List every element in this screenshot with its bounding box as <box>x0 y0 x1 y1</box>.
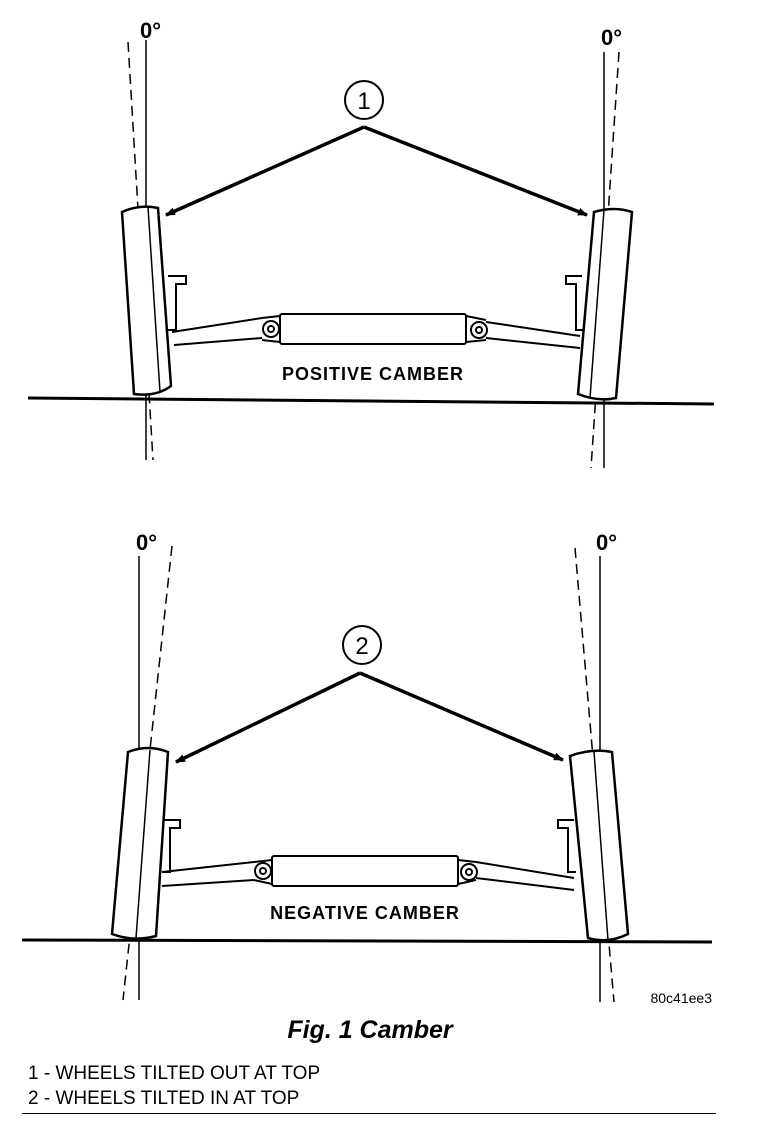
callout-arrow-right <box>363 125 588 217</box>
left-control-arm <box>161 861 255 887</box>
angle-label-left: 0° <box>140 18 161 43</box>
camber-label: NEGATIVE CAMBER <box>270 903 460 923</box>
camber-diagram: 0° 0° 1 POSITIVE CAMBER 0° <box>21 18 715 1006</box>
left-control-arm <box>171 317 263 346</box>
legend-item: 2 - WHEELS TILTED IN AT TOP <box>28 1088 300 1109</box>
angle-label-right: 0° <box>601 25 622 50</box>
legend-item: 1 - WHEELS TILTED OUT AT TOP <box>28 1063 321 1084</box>
tie-rod-body <box>271 855 459 887</box>
right-control-arm <box>475 861 575 891</box>
left-spindle-bracket <box>168 275 187 331</box>
angle-label-left: 0° <box>136 530 157 555</box>
angle-label-right: 0° <box>596 530 617 555</box>
positive-camber-view <box>27 40 715 469</box>
ground-line <box>27 396 715 406</box>
left-wheel <box>110 746 170 940</box>
callout-circle <box>342 625 382 665</box>
right-spindle-bracket <box>565 275 584 331</box>
callout-arrow-right <box>359 671 564 762</box>
left-spindle-bracket <box>162 819 181 873</box>
right-wheel <box>568 749 630 942</box>
figure-code: 80c41ee3 <box>650 990 712 1006</box>
divider <box>22 1113 716 1114</box>
right-spindle-bracket <box>557 819 576 873</box>
right-pivot <box>460 863 478 881</box>
callout-arrow-left <box>165 125 365 217</box>
callout-circle <box>344 80 384 120</box>
ground-line <box>21 938 713 944</box>
left-pivot <box>254 862 272 880</box>
right-pivot <box>470 321 488 339</box>
callout-number: 2 <box>355 633 368 660</box>
camber-label: POSITIVE CAMBER <box>282 364 464 384</box>
legend: 1 - WHEELS TILTED OUT AT TOP 2 - WHEELS … <box>28 1061 320 1111</box>
figure-caption: Fig. 1 Camber <box>287 1016 453 1044</box>
negative-camber-view <box>21 545 713 1003</box>
left-pivot <box>262 320 280 338</box>
callout-number: 1 <box>357 88 370 115</box>
left-wheel <box>120 205 173 396</box>
callout-arrow-left <box>175 671 361 764</box>
right-wheel <box>576 207 634 401</box>
right-control-arm <box>485 321 581 349</box>
tie-rod-body <box>279 313 467 345</box>
